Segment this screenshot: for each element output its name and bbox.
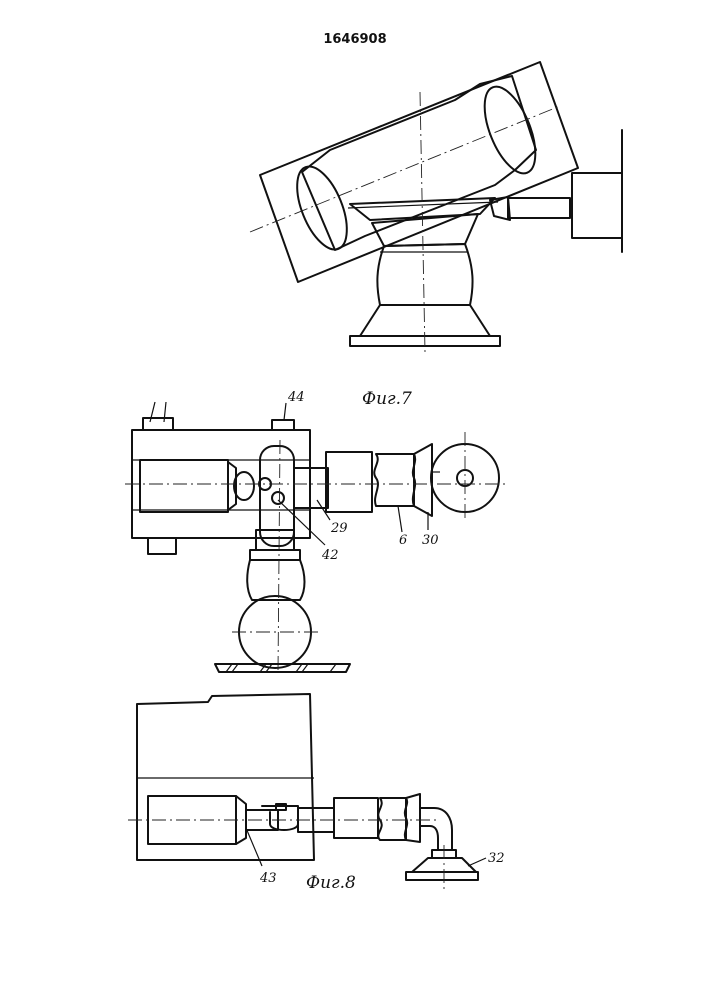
- document-number: 1646908: [323, 32, 386, 47]
- suction-cup-rim: [406, 872, 478, 880]
- elbow-inner: [420, 826, 438, 850]
- base-frame: [137, 694, 314, 860]
- figure-7-caption: Фиг.7: [362, 389, 412, 409]
- wheel: [431, 444, 499, 512]
- top-bolt-right: [272, 420, 294, 430]
- pivot-pin-42: [272, 492, 284, 504]
- support-column: [377, 244, 472, 305]
- drum-body: [302, 76, 536, 250]
- bottom-bolt: [148, 538, 176, 554]
- block-6: [374, 454, 415, 506]
- leader-32: [468, 858, 486, 866]
- lower-column-body: [247, 560, 304, 600]
- drum-end-right: [474, 80, 546, 180]
- leader-44: [284, 403, 286, 420]
- block-fig8: [334, 798, 378, 838]
- wavy-unit-fig8: [378, 798, 407, 840]
- label-30: 30: [422, 533, 439, 548]
- label-42: 42: [321, 548, 339, 563]
- drive-shaft: [508, 198, 570, 218]
- label-29: 29: [330, 521, 348, 536]
- drive-motor: [572, 173, 622, 238]
- gripper-assembly-fig8: 43 32: [128, 694, 505, 890]
- label-6: 6: [399, 533, 407, 548]
- vertical-axis: [420, 92, 425, 352]
- cone-30: [414, 444, 432, 516]
- lower-column-band: [250, 550, 300, 560]
- leader-6: [398, 506, 402, 532]
- cylinder: [140, 460, 228, 512]
- label-44: 44: [287, 390, 305, 405]
- label-43: 43: [259, 871, 277, 886]
- top-bolt-left: [143, 418, 173, 430]
- figure-8-caption: Фиг.8: [306, 873, 356, 893]
- label-32: 32: [488, 851, 505, 866]
- drum-end-left: [287, 160, 357, 257]
- tilted-drum-assembly: [250, 62, 622, 352]
- transmission-block: [326, 452, 372, 512]
- lower-vertical-axis: [278, 440, 280, 672]
- cone-fig8: [406, 794, 420, 842]
- gripper-assembly-fig7: 44 29 42 6 30: [125, 390, 505, 672]
- base-cone: [360, 305, 490, 336]
